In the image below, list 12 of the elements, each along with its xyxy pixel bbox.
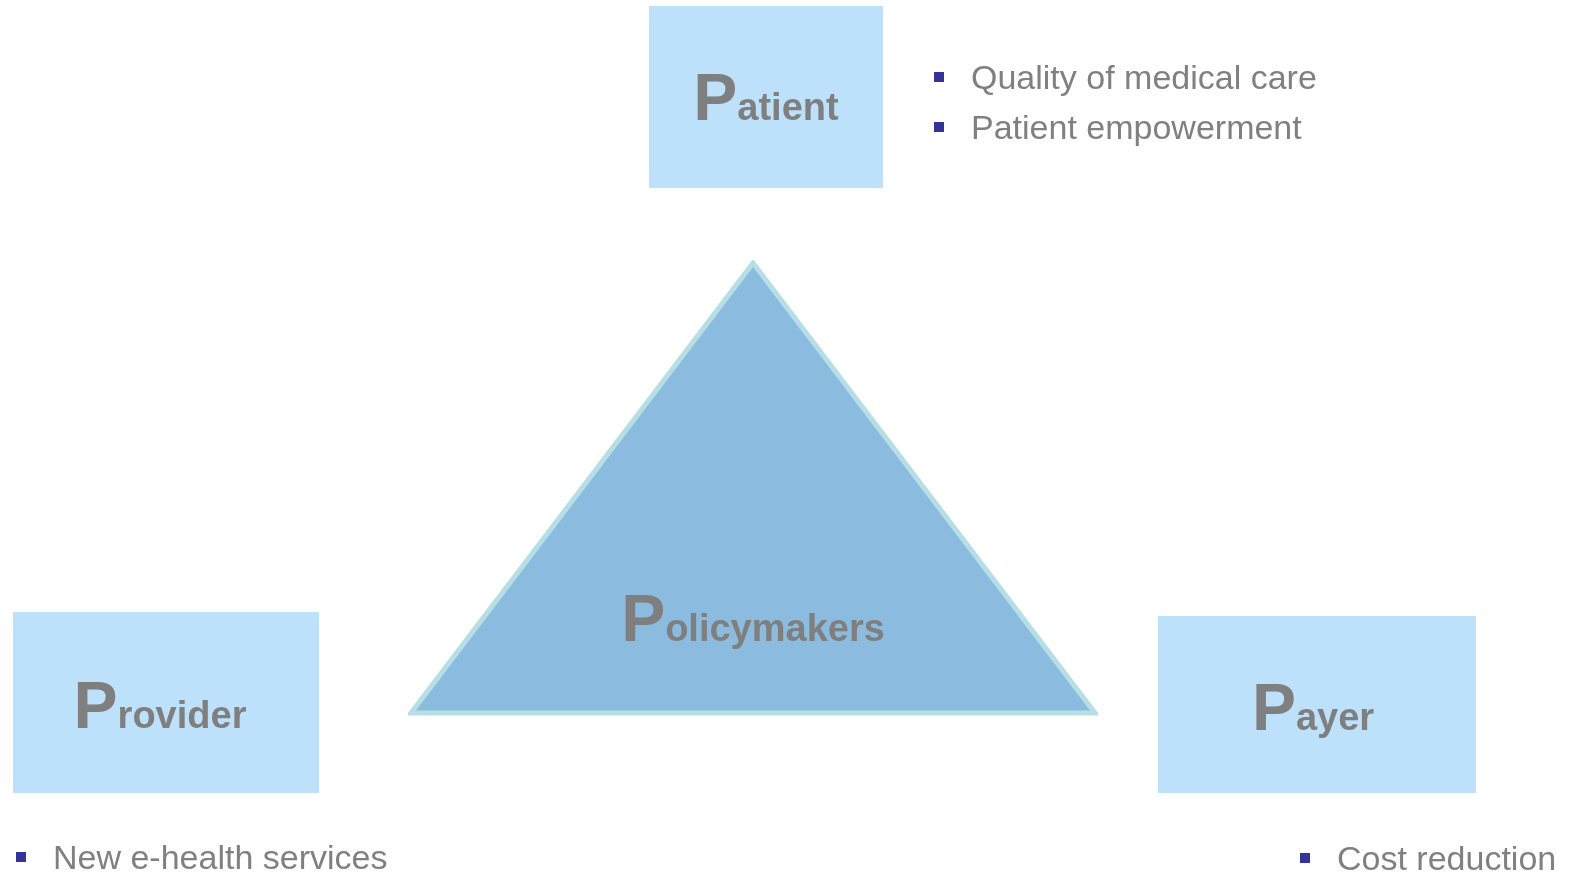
- stakeholder-box: [649, 6, 883, 188]
- node-label: Patient: [693, 59, 839, 135]
- node-label: Provider: [73, 666, 247, 743]
- stakeholder-box: [1158, 616, 1476, 793]
- node-label: Policymakers: [621, 580, 885, 656]
- bullet-text: Quality of medical care: [971, 57, 1317, 97]
- node-label: Payer: [1251, 668, 1375, 745]
- bullet-text: Cost reduction: [1337, 838, 1557, 874]
- bullet-text: New e-health services: [53, 837, 388, 874]
- stakeholder-box: [13, 612, 319, 793]
- bullet-text: Patient empowerment: [971, 107, 1302, 147]
- triangle-shape: [408, 260, 1098, 716]
